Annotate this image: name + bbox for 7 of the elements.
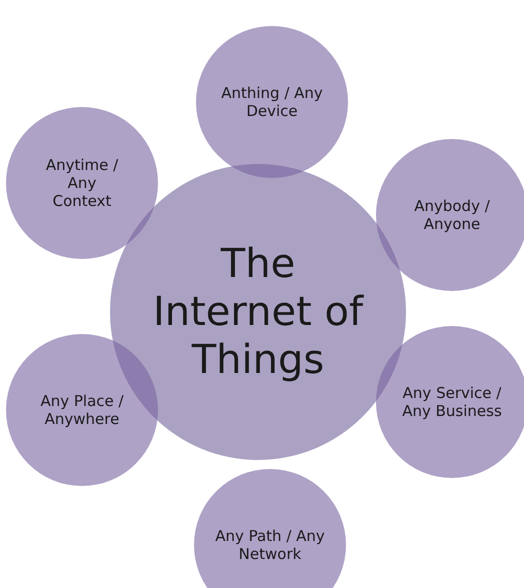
circle-label: Anytime / Any Context	[44, 156, 120, 210]
circle-label: Any Path / Any Network	[215, 527, 325, 563]
circle-label: Anybody / Anyone	[413, 197, 491, 233]
center-title: The Internet of Things	[152, 240, 365, 384]
circle-label: Any Service / Any Business	[402, 384, 502, 420]
circle-label: Any Place / Anywhere	[39, 392, 125, 428]
circle-label: Anthing / Any Device	[220, 84, 324, 120]
